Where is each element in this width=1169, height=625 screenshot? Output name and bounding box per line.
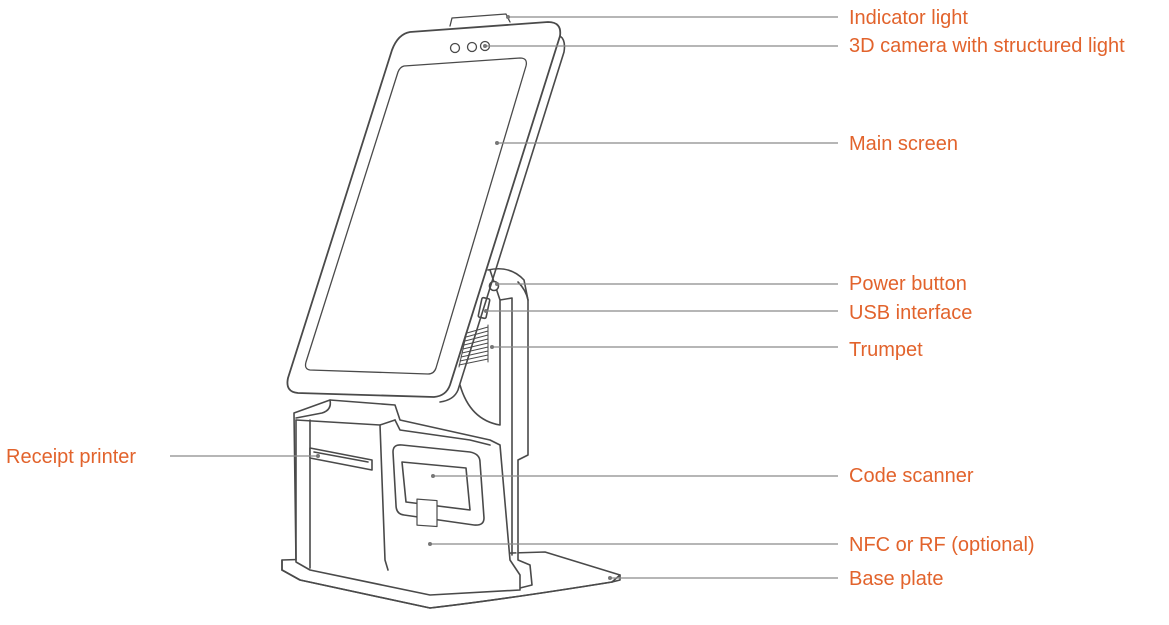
label-base-plate: Base plate (849, 568, 944, 590)
screen-neck (459, 269, 501, 426)
receipt-printer-slot (309, 447, 373, 471)
kiosk-illustration (281, 13, 621, 609)
label-nfc: NFC or RF (optional) (849, 534, 1035, 556)
label-trumpet: Trumpet (849, 339, 923, 361)
label-receipt-printer: Receipt printer (6, 446, 136, 468)
label-usb-interface: USB interface (849, 302, 972, 324)
label-code-scanner: Code scanner (849, 465, 974, 487)
label-indicator-light: Indicator light (849, 7, 968, 29)
leader-dots (316, 15, 612, 580)
labels: Indicator light 3D camera with structure… (6, 7, 1125, 590)
code-scanner-window (392, 444, 485, 528)
leader-lines (170, 16, 838, 579)
label-main-screen: Main screen (849, 133, 958, 155)
screen-housing (286, 13, 566, 403)
label-power-button: Power button (849, 273, 967, 295)
label-camera: 3D camera with structured light (849, 35, 1125, 57)
